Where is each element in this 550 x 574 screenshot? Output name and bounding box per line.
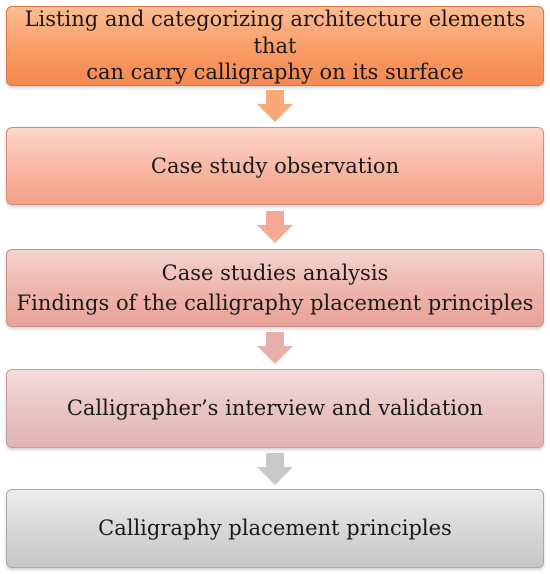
step-4-line-1: Calligrapher’s interview and validation [66,396,484,421]
step-1-line-1: Listing and categorizing architecture el… [24,6,526,58]
down-arrow-icon [257,453,293,485]
step-1-box: Listing and categorizing architecture el… [6,6,544,86]
step-3-box: Case studies analysis Findings of the ca… [6,249,544,327]
step-1-line-2: can carry calligraphy on its surface [86,60,464,85]
step-3-line-2: Findings of the calligraphy placement pr… [16,291,534,315]
step-4-box: Calligrapher’s interview and validation [6,369,544,448]
down-arrow-icon [257,211,293,243]
down-arrow-icon [257,90,293,122]
step-5-line-1: Calligraphy placement principles [98,516,452,541]
step-5-box: Calligraphy placement principles [6,489,544,568]
step-3-line-1: Case studies analysis [161,260,389,285]
step-2-line-1: Case study observation [150,153,400,178]
down-arrow-icon [257,332,293,364]
step-2-box: Case study observation [6,127,544,205]
